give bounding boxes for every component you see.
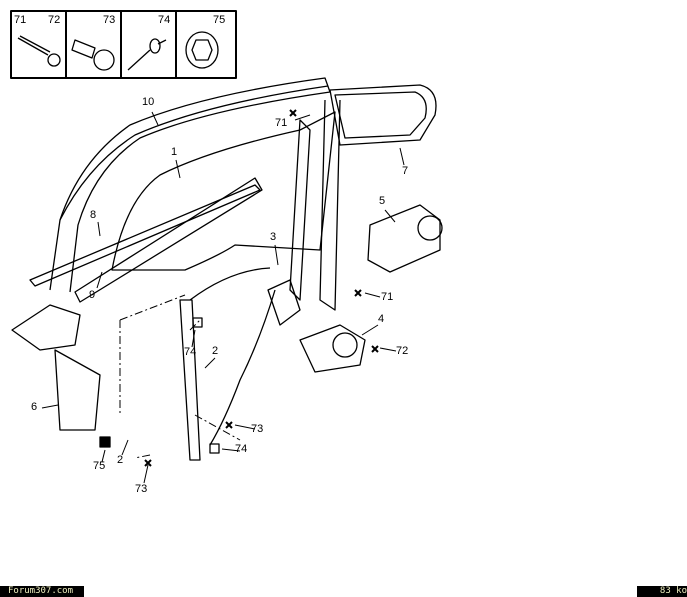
legend-label-71: 71 bbox=[14, 14, 27, 26]
window-motor-4 bbox=[299, 324, 366, 373]
nut-icon bbox=[185, 31, 219, 69]
legend-label-74: 74 bbox=[158, 14, 171, 26]
legend-label-75: 75 bbox=[213, 14, 226, 26]
door-frame-seal bbox=[49, 77, 331, 293]
legend-label-73: 73 bbox=[103, 14, 116, 26]
fastener-legend bbox=[10, 10, 237, 79]
nut-75 bbox=[99, 436, 111, 448]
footer-site-label: Forum307.com bbox=[0, 586, 84, 597]
window-glass bbox=[111, 111, 336, 271]
inner-seal bbox=[29, 184, 261, 287]
callout-6: 6 bbox=[31, 401, 38, 413]
callout-72: 72 bbox=[396, 345, 409, 357]
callout-2-upper: 2 bbox=[212, 345, 219, 357]
screw-icon bbox=[17, 35, 61, 67]
rivet-icon bbox=[127, 38, 167, 71]
callout-10: 10 bbox=[142, 96, 155, 108]
callout-71-top: 71 bbox=[275, 117, 288, 129]
window-regulator bbox=[179, 267, 301, 461]
guide-channel bbox=[289, 99, 341, 311]
bolt-icon bbox=[71, 39, 115, 71]
callout-74-lower: 74 bbox=[235, 443, 248, 455]
callout-73-right: 73 bbox=[251, 423, 264, 435]
callout-74-upper: 74 bbox=[184, 346, 197, 358]
bracket-6 bbox=[11, 304, 101, 431]
callout-9: 9 bbox=[89, 289, 96, 301]
callout-73-lower: 73 bbox=[135, 483, 148, 495]
callout-1: 1 bbox=[171, 146, 178, 158]
quarter-window bbox=[329, 84, 437, 146]
callout-7: 7 bbox=[402, 165, 409, 177]
callout-5: 5 bbox=[379, 195, 386, 207]
window-motor-5 bbox=[367, 204, 443, 273]
callout-2-lower: 2 bbox=[117, 454, 124, 466]
callout-71: 71 bbox=[381, 291, 394, 303]
x-markers bbox=[144, 109, 379, 467]
callout-3: 3 bbox=[270, 231, 277, 243]
callout-4: 4 bbox=[378, 313, 385, 325]
footer-size-label: 83 ko bbox=[637, 586, 687, 597]
legend-label-72: 72 bbox=[48, 14, 61, 26]
outer-seal bbox=[74, 177, 263, 303]
callout-8: 8 bbox=[90, 209, 97, 221]
callout-75: 75 bbox=[93, 460, 106, 472]
